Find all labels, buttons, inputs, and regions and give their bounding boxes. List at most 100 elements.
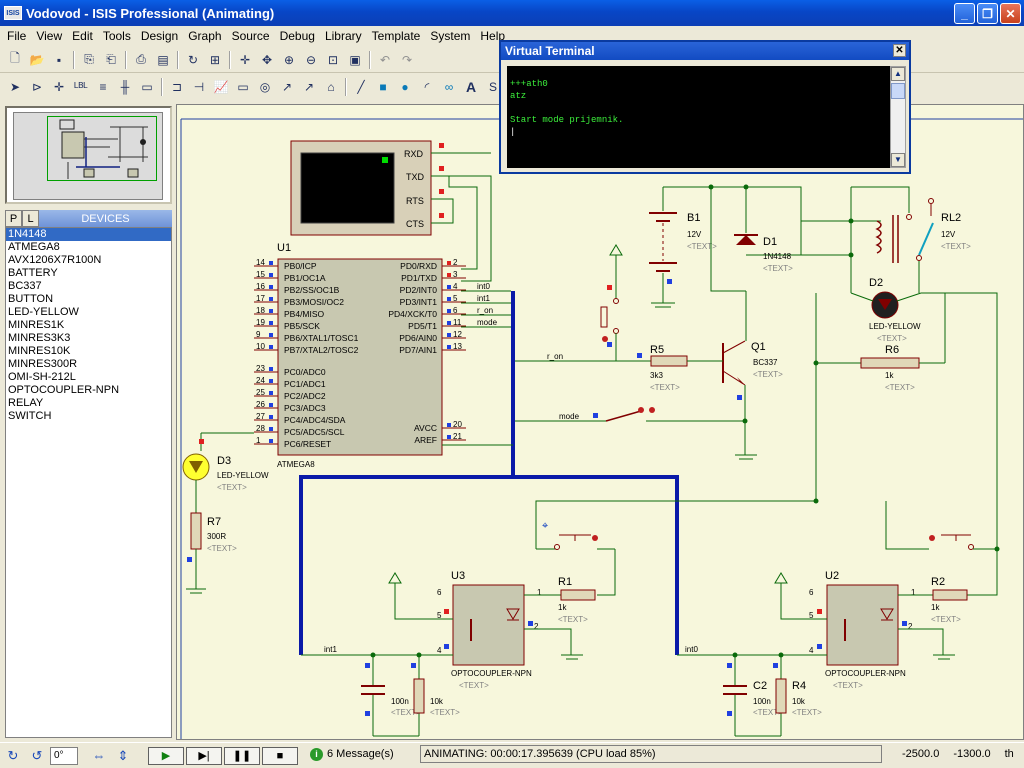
- tape-icon[interactable]: ▭: [237, 80, 249, 94]
- device-item[interactable]: SWITCH: [8, 410, 52, 422]
- library-manager-button[interactable]: L: [22, 210, 39, 227]
- device-item[interactable]: BC337: [8, 280, 42, 292]
- pause-button[interactable]: ❚❚: [224, 746, 260, 765]
- step-button[interactable]: ▶|: [186, 746, 222, 765]
- resistor-r4[interactable]: R4 10k <TEXT>: [773, 663, 822, 717]
- menu-design[interactable]: Design: [140, 29, 179, 43]
- maximize-button[interactable]: ❐: [977, 3, 998, 24]
- device-item[interactable]: BUTTON: [8, 293, 54, 305]
- menu-library[interactable]: Library: [324, 29, 362, 43]
- graph-icon[interactable]: 📈: [213, 80, 229, 94]
- device-item[interactable]: OPTOCOUPLER-NPN: [8, 384, 120, 396]
- mode-switch[interactable]: [605, 407, 746, 422]
- terminal-icon[interactable]: ⊐: [171, 80, 183, 94]
- menu-tools[interactable]: Tools: [102, 29, 131, 43]
- close-button[interactable]: ✕: [1000, 3, 1021, 24]
- label-icon[interactable]: ᴸᴮᴸ: [74, 80, 88, 94]
- component-icon[interactable]: ⊳: [31, 80, 43, 94]
- zoom-area-icon[interactable]: ▣: [349, 52, 361, 67]
- text-script-icon[interactable]: ≡: [99, 80, 107, 94]
- device-item[interactable]: RELAY: [8, 397, 44, 409]
- device-item[interactable]: AVX1206X7R100N: [8, 254, 102, 266]
- scroll-thumb[interactable]: [891, 83, 905, 99]
- led-d2[interactable]: D2 LED-YELLOW <TEXT>: [850, 277, 922, 343]
- menu-system[interactable]: System: [430, 29, 471, 43]
- mirror-y-icon[interactable]: ⇕: [117, 747, 129, 763]
- resistor-r6[interactable]: R6 1k <TEXT>: [860, 293, 946, 392]
- instrument-icon[interactable]: ⌂: [327, 80, 335, 94]
- button-u3[interactable]: ⌖: [536, 520, 616, 596]
- probe-i-icon[interactable]: ↗: [303, 80, 315, 94]
- subcircuit-icon[interactable]: ▭: [141, 80, 153, 94]
- device-item[interactable]: BATTERY: [8, 267, 58, 279]
- generator-icon[interactable]: ◎: [259, 80, 271, 94]
- circle-icon[interactable]: ●: [401, 80, 409, 94]
- export-icon[interactable]: ⎗: [106, 52, 116, 66]
- overview-viewport[interactable]: [47, 116, 157, 181]
- device-item[interactable]: LED-YELLOW: [8, 306, 79, 318]
- scroll-down-icon[interactable]: ▼: [891, 153, 905, 167]
- junction-icon[interactable]: ✛: [53, 80, 65, 94]
- arc-icon[interactable]: ◜: [424, 80, 430, 94]
- optocoupler-u3[interactable]: U3 OPTOCOUPLER-NPN <TEXT> 6 5 4 1 2: [437, 570, 542, 690]
- text-icon[interactable]: A: [465, 79, 477, 95]
- device-item[interactable]: MINRES3K3: [8, 332, 71, 344]
- bus-icon[interactable]: ╫: [120, 80, 130, 94]
- virtual-terminal-component[interactable]: RXD TXD RTS CTS: [290, 140, 444, 236]
- virtual-terminal-titlebar[interactable]: Virtual Terminal ✕: [501, 42, 909, 60]
- minimize-button[interactable]: _: [954, 3, 975, 24]
- origin-icon[interactable]: ✛: [239, 52, 251, 67]
- menu-edit[interactable]: Edit: [72, 29, 93, 43]
- zoom-out-icon[interactable]: ⊖: [305, 52, 317, 67]
- device-item[interactable]: ATMEGA8: [8, 241, 60, 253]
- pick-devices-button[interactable]: P: [5, 210, 22, 227]
- undo-icon[interactable]: ↶: [379, 52, 391, 67]
- pan-icon[interactable]: ✥: [261, 52, 273, 67]
- device-item[interactable]: MINRES1K: [8, 319, 65, 331]
- zoom-in-icon[interactable]: ⊕: [283, 52, 295, 67]
- stop-button[interactable]: ■: [262, 746, 298, 765]
- menu-template[interactable]: Template: [371, 29, 421, 43]
- print-area-icon[interactable]: ▤: [157, 52, 169, 67]
- save-icon[interactable]: ▪: [56, 52, 62, 67]
- menu-file[interactable]: File: [7, 29, 27, 43]
- new-icon[interactable]: 🗋: [10, 51, 20, 65]
- play-button[interactable]: ▶: [148, 746, 184, 765]
- grid-icon[interactable]: ⊞: [209, 52, 221, 67]
- close-icon[interactable]: ✕: [893, 44, 906, 57]
- open-icon[interactable]: 📂: [29, 52, 45, 67]
- symbol-icon[interactable]: S: [488, 80, 497, 94]
- overview-window[interactable]: [5, 106, 172, 204]
- menu-debug[interactable]: Debug: [279, 29, 315, 43]
- resistor-r7[interactable]: R7 300R <TEXT>: [186, 480, 237, 594]
- redo-icon[interactable]: ↷: [401, 52, 413, 67]
- menu-source[interactable]: Source: [231, 29, 270, 43]
- device-list[interactable]: 1N4148 ATMEGA8 AVX1206X7R100N BATTERY BC…: [5, 227, 172, 738]
- button-u2[interactable]: [885, 501, 1000, 596]
- resistor-r1[interactable]: R1 1k <TEXT>: [558, 576, 596, 624]
- probe-v-icon[interactable]: ↗: [281, 80, 293, 94]
- diode-d1[interactable]: D1 1N4148 <TEXT>: [734, 234, 793, 273]
- capacitor-c2[interactable]: C2 100n <TEXT>: [723, 663, 783, 717]
- data-bus[interactable]: [299, 291, 679, 655]
- device-item[interactable]: MINRES300R: [8, 358, 78, 370]
- button-r_on[interactable]: [600, 244, 623, 361]
- optocoupler-u2[interactable]: U2 OPTOCOUPLER-NPN <TEXT> 6 5 4 1 2: [809, 570, 916, 690]
- capacitor-c1[interactable]: 100n <TEXT>: [361, 663, 421, 717]
- terminal-scrollbar[interactable]: ▲ ▼: [890, 66, 906, 168]
- pin-icon[interactable]: ⊣: [193, 80, 205, 94]
- mirror-x-icon[interactable]: ⇔: [92, 748, 106, 763]
- line-icon[interactable]: ╱: [357, 80, 365, 94]
- virtual-terminal-window[interactable]: Virtual Terminal ✕ +++ath0 atz Start mod…: [499, 40, 911, 174]
- resistor-r3[interactable]: 10k <TEXT>: [411, 663, 460, 717]
- menu-graph[interactable]: Graph: [188, 29, 222, 43]
- relay-rl2[interactable]: RL2 12V <TEXT>: [875, 198, 971, 294]
- scroll-up-icon[interactable]: ▲: [891, 67, 905, 81]
- transistor-q1[interactable]: Q1 BC337 <TEXT>: [722, 340, 783, 460]
- rotation-field[interactable]: 0°: [50, 746, 78, 765]
- print-icon[interactable]: ⎙: [136, 52, 146, 66]
- selection-icon[interactable]: ➤: [9, 80, 21, 94]
- terminal-output[interactable]: +++ath0 atz Start mode prijemnik. |: [507, 66, 893, 168]
